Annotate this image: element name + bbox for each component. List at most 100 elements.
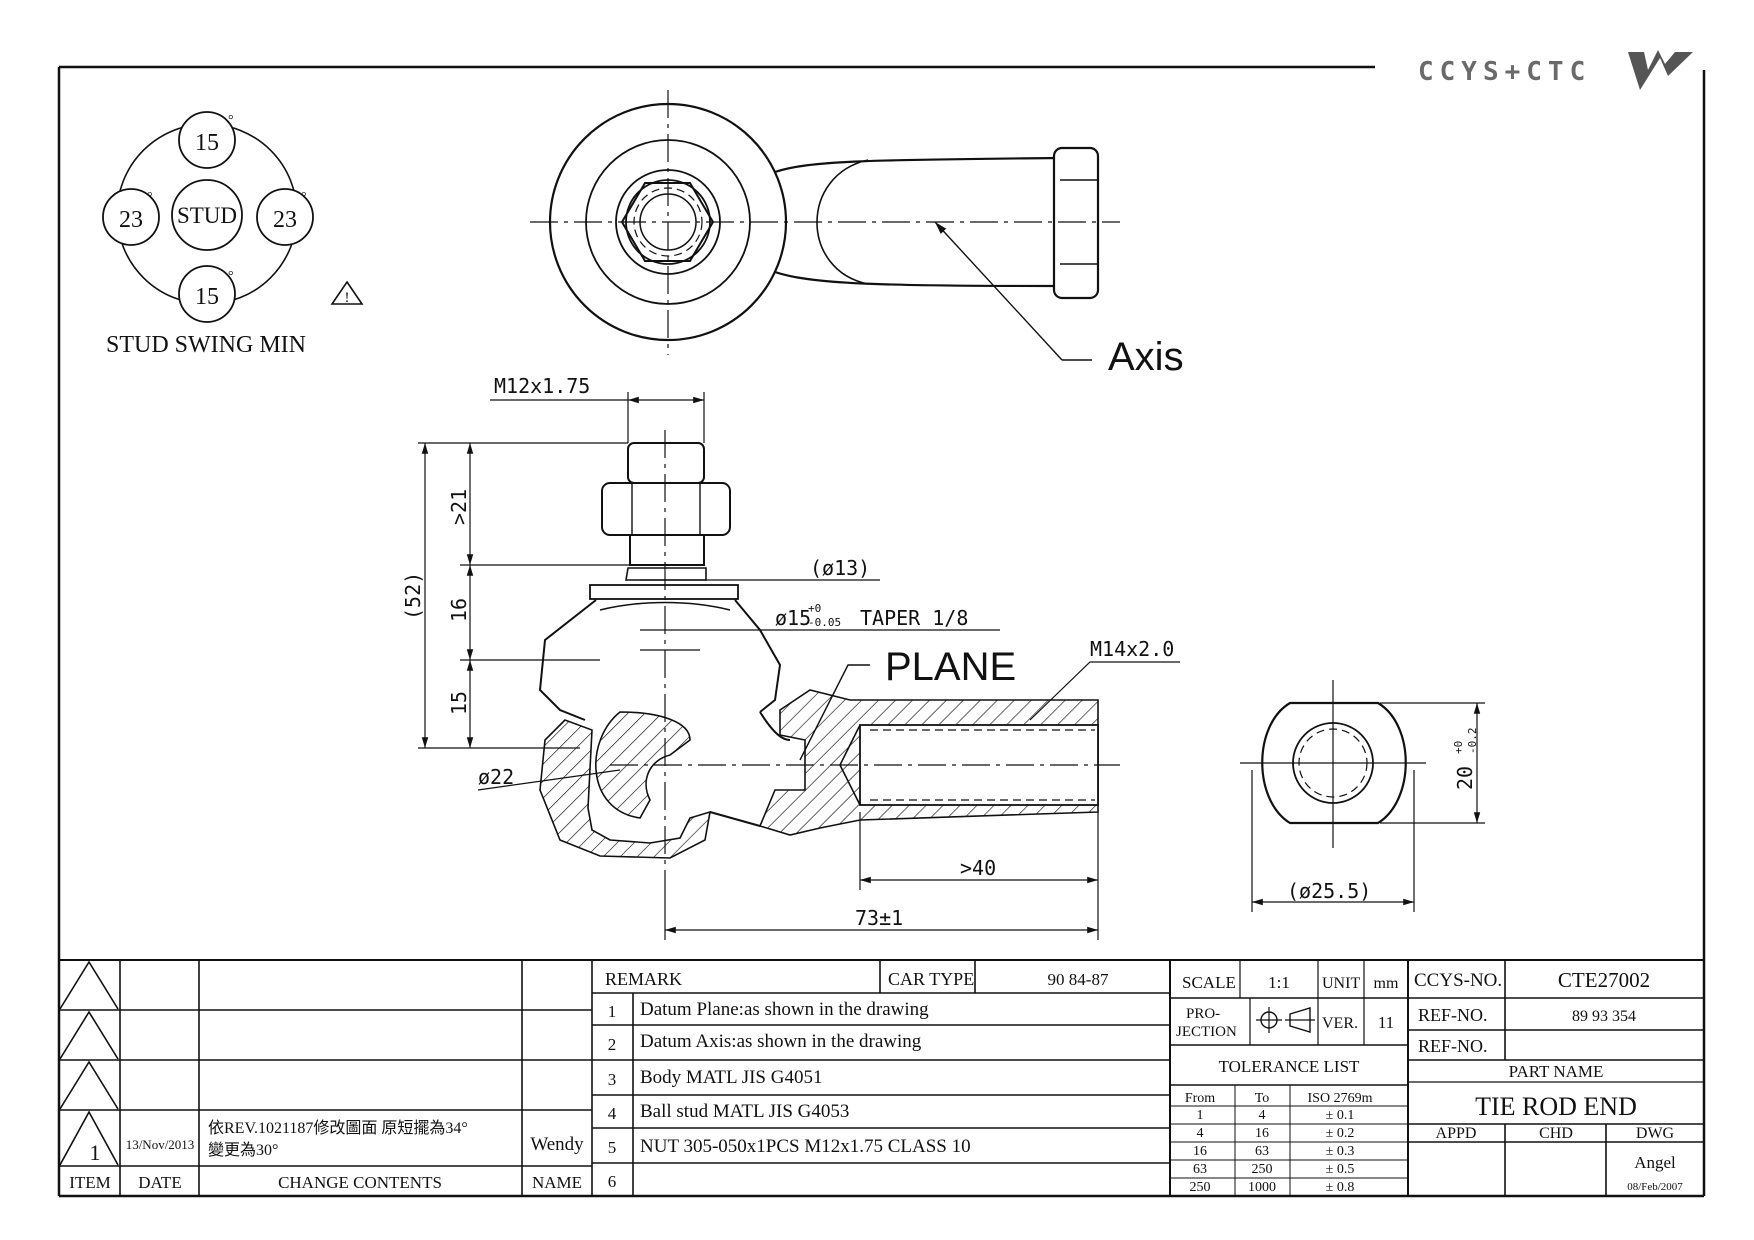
header-date: DATE <box>138 1173 181 1192</box>
unit-label: UNIT <box>1322 975 1360 992</box>
remark-row: 2 Datum Axis:as shown in the drawing <box>608 1031 922 1054</box>
car-type-label: CAR TYPE <box>888 969 974 989</box>
warning-icon <box>330 280 364 305</box>
header-change-contents: CHANGE CONTENTS <box>278 1173 442 1192</box>
part-name-label: PART NAME <box>1509 1062 1604 1081</box>
tol-to: 1000 <box>1248 1180 1276 1195</box>
remark-row: 4 Ball stud MATL JIS G4053 <box>608 1101 850 1123</box>
swing-center-label: STUD <box>177 203 237 228</box>
swing-title: STUD SWING MIN <box>106 332 306 358</box>
rev-content-line2: 變更為30° <box>208 1141 278 1159</box>
projection-label-2: JECTION <box>1176 1024 1237 1040</box>
remark-no: 6 <box>608 1172 617 1191</box>
dim-73: 73±1 <box>855 906 903 930</box>
tolerance-title: TOLERANCE LIST <box>1219 1057 1360 1076</box>
remark-row: 5 NUT 305-050x1PCS M12x1.75 CLASS 10 <box>608 1136 971 1157</box>
dim-d13: (ø13) <box>810 556 870 580</box>
tol-from: 16 <box>1193 1144 1207 1159</box>
tol-value: ± 0.8 <box>1326 1180 1355 1195</box>
dim-m14: M14x2.0 <box>1090 637 1174 661</box>
remark-no: 4 <box>608 1104 617 1123</box>
taper-label: TAPER 1/8 <box>860 606 968 630</box>
scale-label: SCALE <box>1182 973 1236 992</box>
header-item: ITEM <box>69 1173 111 1192</box>
degree-sign: ° <box>228 269 234 284</box>
logo-mark-icon <box>1628 50 1693 90</box>
dim-52: (52) <box>401 572 425 620</box>
ref-no-label-2: REF-NO. <box>1418 1036 1488 1056</box>
top-view: Axis <box>530 90 1184 379</box>
dim-d15: ø15 <box>775 606 811 630</box>
degree-sign: ° <box>301 190 307 205</box>
ccys-no-label: CCYS-NO. <box>1414 970 1502 991</box>
tol-20-down: -0.2 <box>1466 728 1479 755</box>
projection-symbol-icon <box>1256 1007 1315 1033</box>
revision-triangle-icon <box>59 960 119 1010</box>
rev-date: 13/Nov/2013 <box>126 1137 195 1152</box>
scale-value: 1:1 <box>1268 973 1290 992</box>
appd-label: APPD <box>1436 1125 1477 1142</box>
dim-15: 15 <box>447 691 471 715</box>
tol-header-to: To <box>1255 1091 1270 1106</box>
dim-20: 20 <box>1453 766 1477 790</box>
stud-swing-diagram: 15 ° 15 ° 23 ° 23 ° STUD STUD SWING MIN … <box>102 111 364 358</box>
remark-header: REMARK <box>605 969 682 989</box>
tol-from: 63 <box>1193 1162 1207 1177</box>
plane-label: PLANE <box>885 645 1016 689</box>
remark-row: 1 Datum Plane:as shown in the drawing <box>608 999 929 1021</box>
degree-sign: ° <box>228 113 234 128</box>
dim-16: 16 <box>447 598 471 622</box>
axis-label: Axis <box>1108 335 1184 379</box>
ref-no-label: REF-NO. <box>1418 1005 1488 1025</box>
swing-bottom-circle <box>178 265 236 323</box>
tol-value: ± 0.2 <box>1326 1126 1355 1141</box>
rev-item: 1 <box>90 1140 101 1165</box>
projection-label-1: PRO- <box>1186 1006 1220 1022</box>
tolerance-table: From To ISO 2769m 1 4 ± 0.1 4 16 ± 0.2 1… <box>1170 1085 1408 1196</box>
dim-40: >40 <box>960 856 996 880</box>
dwg-name: Angel <box>1634 1153 1676 1172</box>
revision-triangle-icon <box>59 1110 119 1166</box>
revision-table: 1 13/Nov/2013 依REV.1021187修改圖面 原短擺為34° 變… <box>59 960 593 1196</box>
chd-label: CHD <box>1539 1125 1573 1142</box>
tol-from: 4 <box>1197 1126 1204 1141</box>
remark-no: 3 <box>608 1070 617 1089</box>
remark-text: NUT 305-050x1PCS M12x1.75 CLASS 10 <box>640 1136 971 1157</box>
car-type-value: 90 84-87 <box>1048 970 1109 989</box>
dwg-label: DWG <box>1636 1125 1675 1142</box>
remark-row: 3 Body MATL JIS G4051 <box>608 1067 823 1089</box>
swing-center-circle <box>171 179 243 251</box>
part-name-value: TIE ROD END <box>1475 1092 1637 1121</box>
tol-to: 250 <box>1252 1162 1273 1177</box>
tol-d15-down: -0.05 <box>808 616 841 629</box>
swing-bottom-value: 15 <box>195 284 219 310</box>
tol-header-iso: ISO 2769m <box>1308 1091 1373 1106</box>
swing-left-circle <box>102 188 160 246</box>
warning-mark: ! <box>345 290 350 306</box>
revision-triangle-icon <box>59 1060 119 1110</box>
ccys-no-value: CTE27002 <box>1558 968 1650 992</box>
tol-from: 250 <box>1190 1180 1211 1195</box>
end-view: 20 +0 -0.2 (ø25.5) <box>1240 680 1485 912</box>
swing-top-value: 15 <box>195 130 219 156</box>
remark-row: 6 <box>608 1172 617 1191</box>
swing-top-circle <box>178 111 236 169</box>
remark-no: 5 <box>608 1138 617 1157</box>
tol-from: 1 <box>1197 1108 1204 1123</box>
dim-21: >21 <box>447 489 471 525</box>
remark-text: Datum Plane:as shown in the drawing <box>640 999 929 1020</box>
revision-triangle-icon <box>59 1010 119 1060</box>
remark-table: REMARK CAR TYPE 90 84-87 1 Datum Plane:a… <box>592 960 1170 1196</box>
dim-d25: (ø25.5) <box>1287 879 1371 903</box>
unit-value: mm <box>1374 975 1399 992</box>
tol-20-up: +0 <box>1452 741 1465 754</box>
tol-to: 63 <box>1255 1144 1269 1159</box>
tol-d15-up: +0 <box>808 602 821 615</box>
ref-no-value: 89 93 354 <box>1572 1008 1636 1025</box>
drawing-frame <box>57 65 1706 1198</box>
dim-d22: ø22 <box>478 765 514 789</box>
remark-no: 1 <box>608 1002 617 1021</box>
rev-content-line1: 依REV.1021187修改圖面 原短擺為34° <box>208 1119 468 1137</box>
info-block: SCALE 1:1 UNIT mm PRO- JECTION VER. 11 T… <box>1169 960 1704 1196</box>
